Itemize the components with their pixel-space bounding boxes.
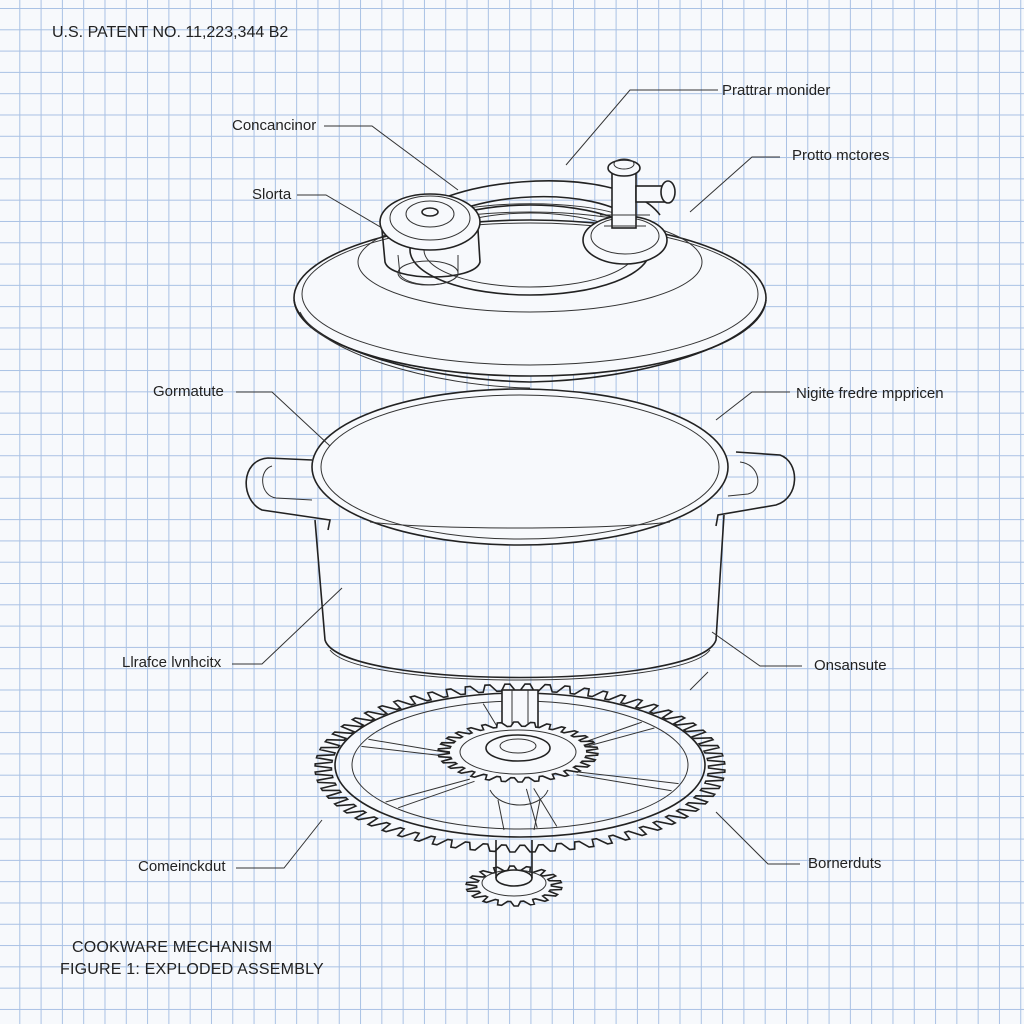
label-bornerduts: Bornerduts bbox=[808, 855, 882, 872]
gear-spoke bbox=[385, 778, 475, 809]
label-gormatute: Gormatute bbox=[153, 383, 224, 400]
pressure-valve bbox=[582, 158, 676, 265]
label-concancinor: Concancinor bbox=[232, 117, 317, 134]
patent-number: U.S. PATENT NO. 11,223,344 B2 bbox=[52, 24, 289, 41]
caption-title: COOKWARE MECHANISM bbox=[72, 939, 273, 956]
caption-figure: FIGURE 1: EXPLODED ASSEMBLY bbox=[60, 961, 324, 978]
lid bbox=[293, 211, 767, 389]
gear-spoke bbox=[525, 788, 558, 828]
gear-spoke bbox=[576, 771, 679, 792]
left-knob bbox=[379, 193, 481, 286]
pot bbox=[245, 388, 796, 681]
main-gear bbox=[314, 683, 726, 853]
hub-gear bbox=[437, 721, 599, 831]
label-comeinckdut: Comeinckdut bbox=[138, 858, 226, 875]
label-slorta: Slorta bbox=[252, 186, 292, 203]
leader-lines bbox=[232, 89, 802, 869]
label-protto-mctores: Protto mctores bbox=[792, 147, 890, 164]
label-llrafce-lvnhcitx: Llrafce lvnhcitx bbox=[122, 654, 222, 671]
label-onsansute: Onsansute bbox=[814, 657, 887, 674]
bottom-gear bbox=[465, 840, 563, 907]
label-prattrar-monider: Prattrar monider bbox=[722, 82, 831, 99]
label-nigite-fredre-mppricen: Nigite fredre mppricen bbox=[796, 385, 944, 402]
